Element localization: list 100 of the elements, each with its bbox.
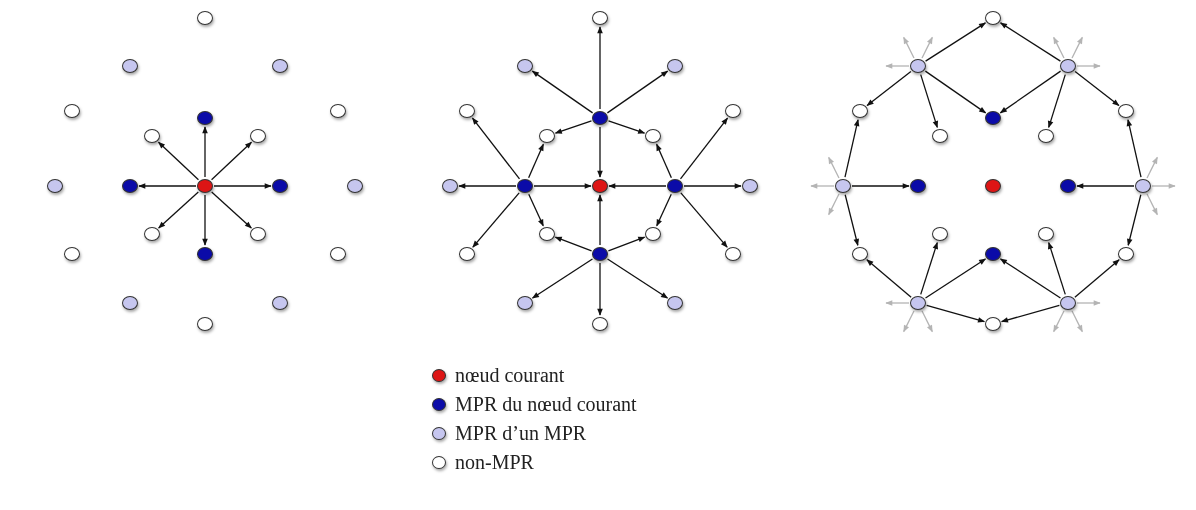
arrow <box>202 194 208 246</box>
arrow <box>210 141 253 181</box>
node-circle <box>122 59 138 73</box>
arrow <box>157 141 200 181</box>
arrow <box>903 310 915 333</box>
arrow <box>680 192 728 248</box>
node-circle <box>347 179 363 193</box>
arrow <box>528 193 544 227</box>
node-circle <box>985 179 1001 193</box>
arrow <box>472 192 520 248</box>
arrow <box>213 183 272 189</box>
node-circle <box>517 296 533 310</box>
node-circle <box>64 247 80 261</box>
arrow <box>533 183 592 189</box>
node-circle <box>272 296 288 310</box>
arrow <box>606 70 669 114</box>
node-circle <box>1038 227 1054 241</box>
node-circle <box>852 104 868 118</box>
arrow <box>851 183 910 189</box>
arrow <box>202 126 208 178</box>
arrow <box>1076 300 1101 306</box>
arrow <box>1146 156 1158 179</box>
arrow <box>828 156 840 179</box>
node-circle <box>1060 296 1076 310</box>
arrow <box>1076 183 1135 189</box>
node-circle <box>539 129 555 143</box>
arrow <box>531 258 594 299</box>
node-circle <box>592 11 608 25</box>
arrow <box>1048 241 1066 296</box>
arrow <box>885 63 910 69</box>
node-circle <box>985 317 1001 331</box>
arrow <box>999 70 1062 114</box>
node-circle <box>47 179 63 193</box>
node-circle <box>592 247 608 261</box>
node-circle <box>197 111 213 125</box>
node-circle <box>122 296 138 310</box>
node-circle <box>910 179 926 193</box>
arrow <box>903 36 915 59</box>
node-circle <box>539 227 555 241</box>
node-circle <box>1135 179 1151 193</box>
arrow <box>924 258 987 299</box>
node-circle <box>197 11 213 25</box>
arrow <box>527 143 545 179</box>
node-circle <box>645 227 661 241</box>
node-circle <box>272 179 288 193</box>
arrow <box>656 193 672 227</box>
arrow <box>924 70 987 114</box>
arrow <box>999 22 1062 62</box>
node-circle <box>517 179 533 193</box>
arrow <box>211 191 252 229</box>
node-circle <box>517 59 533 73</box>
arrow <box>458 183 517 189</box>
arrow <box>597 262 603 316</box>
node-circle <box>592 179 608 193</box>
node-circle <box>985 11 1001 25</box>
arrow <box>471 117 521 180</box>
arrow <box>924 22 987 62</box>
node-circle <box>835 179 851 193</box>
node-circle <box>250 227 266 241</box>
arrow <box>597 194 603 246</box>
arrow <box>1074 259 1120 298</box>
arrow <box>554 236 593 252</box>
arrow <box>597 26 603 110</box>
node-circle <box>442 179 458 193</box>
arrow <box>844 119 860 178</box>
arrow <box>138 183 197 189</box>
arrow <box>921 36 933 59</box>
arrow <box>920 73 939 129</box>
arrow <box>531 70 594 114</box>
arrow <box>1151 183 1176 189</box>
arrow <box>683 183 742 189</box>
arrow <box>1074 70 1120 107</box>
arrow <box>1071 310 1083 333</box>
node-circle <box>725 247 741 261</box>
arrow <box>607 236 646 252</box>
arrow <box>1053 310 1065 333</box>
node-circle <box>1038 129 1054 143</box>
arrow <box>999 258 1062 299</box>
node-circle <box>197 317 213 331</box>
arrow <box>679 117 729 180</box>
arrow <box>926 304 985 323</box>
node-circle <box>144 227 160 241</box>
node-circle <box>592 317 608 331</box>
node-circle <box>330 247 346 261</box>
node-circle <box>932 227 948 241</box>
node-circle <box>645 129 661 143</box>
arrow <box>1126 119 1142 178</box>
arrow <box>554 120 593 134</box>
arrow <box>866 70 912 107</box>
node-circle <box>459 247 475 261</box>
arrow <box>920 241 938 296</box>
node-circle <box>1118 247 1134 261</box>
arrow <box>608 183 667 189</box>
node-circle <box>667 59 683 73</box>
node-circle <box>1060 59 1076 73</box>
arrow <box>1076 63 1101 69</box>
node-circle <box>122 179 138 193</box>
node-circle <box>725 104 741 118</box>
arrow <box>606 258 669 299</box>
node-circle <box>272 59 288 73</box>
